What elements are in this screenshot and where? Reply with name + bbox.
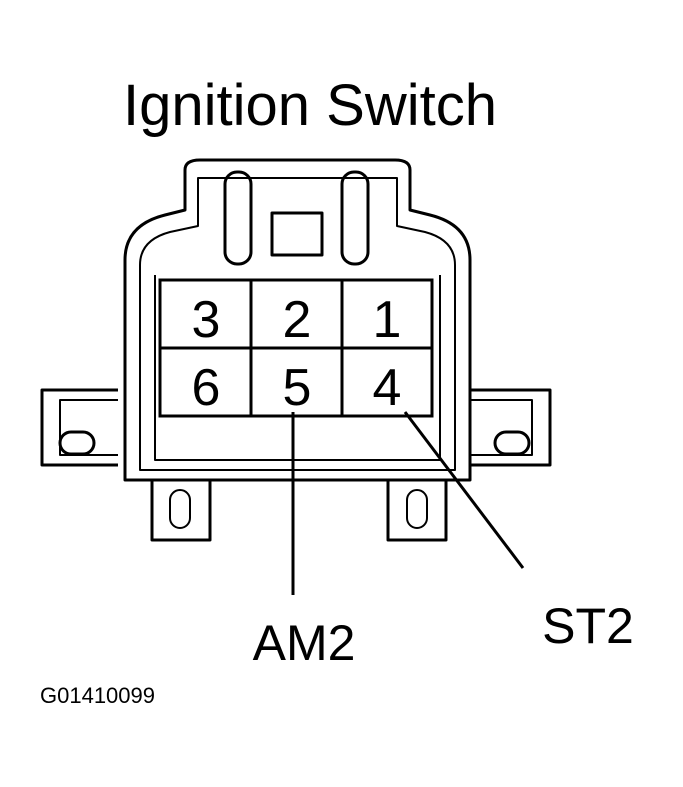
pin-label-1: 1	[373, 291, 402, 349]
figure-code: G01410099	[40, 683, 155, 708]
pin-label-4: 4	[373, 359, 402, 417]
pin-label-5: 5	[283, 359, 312, 417]
st2-leader-line	[403, 411, 525, 569]
left-mount-flange	[40, 388, 118, 467]
am2-callout: AM2	[253, 615, 356, 671]
pin-label-3: 3	[192, 291, 221, 349]
bottom-foot-right	[386, 480, 448, 542]
latch-window	[270, 211, 324, 257]
st2-callout: ST2	[542, 598, 634, 654]
right-mount-flange-inner	[470, 399, 533, 456]
bottom-foot-left-slot	[169, 489, 191, 529]
housing-inner-shell	[139, 177, 456, 471]
pin-grid	[158, 278, 434, 418]
connector-housing	[40, 158, 552, 542]
lock-tab-left	[223, 170, 253, 266]
diagram-title: Ignition Switch	[123, 73, 497, 138]
lock-tab-right	[340, 170, 370, 266]
cavity-frame	[154, 275, 441, 461]
left-mount-flange-inner	[59, 399, 118, 456]
pin-label-6: 6	[192, 359, 221, 417]
bottom-foot-left	[150, 480, 212, 542]
right-mount-flange	[470, 388, 552, 467]
right-mount-slot	[493, 430, 531, 456]
housing-outer-shell	[123, 158, 472, 482]
pin-label-2: 2	[283, 291, 312, 349]
bottom-foot-right-slot	[406, 489, 428, 529]
left-mount-slot	[58, 430, 96, 456]
